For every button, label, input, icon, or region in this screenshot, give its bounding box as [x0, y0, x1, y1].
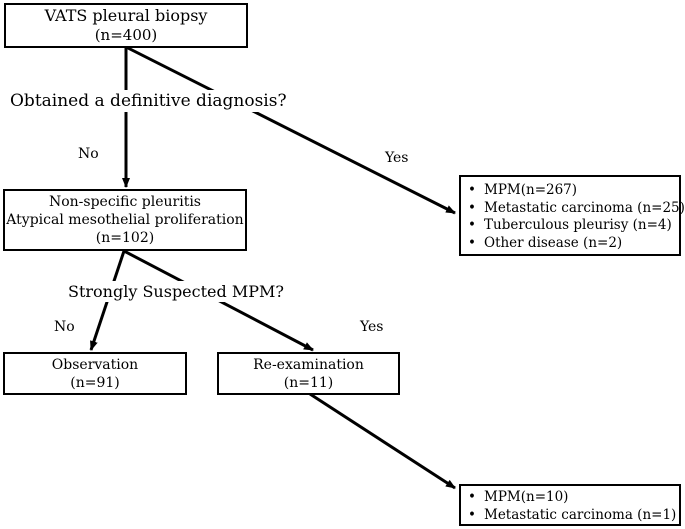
definitive-diagnosis-box: MPM(n=267) Metastatic carcinoma (n=25) T…: [459, 175, 685, 256]
q1-yes-label: Yes: [385, 150, 409, 166]
definitive-diagnosis-list: MPM(n=267) Metastatic carcinoma (n=25) T…: [468, 182, 685, 253]
vats-biopsy-box: VATS pleural biopsy (n=400): [4, 3, 248, 48]
nonspecific-line2: Atypical mesothelial proliferation: [6, 212, 244, 228]
list-item: MPM(n=267): [468, 182, 679, 200]
question-suspected-mpm: Strongly Suspected MPM?: [64, 281, 288, 302]
list-item: MPM(n=10): [468, 489, 679, 507]
nonspecific-count: (n=102): [95, 230, 155, 246]
observation-title: Observation: [51, 356, 139, 373]
reexamination-count: (n=11): [283, 374, 334, 391]
observation-count: (n=91): [70, 374, 120, 391]
q2-no-label: No: [54, 319, 75, 335]
observation-box: Observation (n=91): [3, 352, 187, 395]
q2-yes-label: Yes: [360, 319, 384, 335]
vats-biopsy-title: VATS pleural biopsy: [44, 6, 208, 25]
reexam-result-list: MPM(n=10) Metastatic carcinoma (n=1): [468, 489, 679, 524]
arrow-reexam-to-result: [309, 392, 456, 490]
q1-no-label: No: [78, 146, 99, 162]
reexamination-title: Re-examination: [253, 356, 364, 373]
reexam-result-box: MPM(n=10) Metastatic carcinoma (n=1): [459, 484, 681, 526]
arrow-vats-to-definitive: [125, 45, 456, 215]
reexamination-box: Re-examination (n=11): [217, 352, 400, 395]
nonspecific-pleuritis-box: Non-specific pleuritis Atypical mesothel…: [3, 189, 247, 251]
vats-biopsy-count: (n=400): [94, 26, 158, 44]
list-item: Tuberculous pleurisy (n=4): [468, 217, 679, 235]
question-definitive-diagnosis: Obtained a definitive diagnosis?: [6, 90, 291, 112]
list-item: Other disease (n=2): [468, 235, 679, 253]
list-item: Metastatic carcinoma (n=25): [468, 200, 685, 218]
nonspecific-line1: Non-specific pleuritis: [48, 194, 201, 210]
list-item: Metastatic carcinoma (n=1): [468, 507, 679, 525]
